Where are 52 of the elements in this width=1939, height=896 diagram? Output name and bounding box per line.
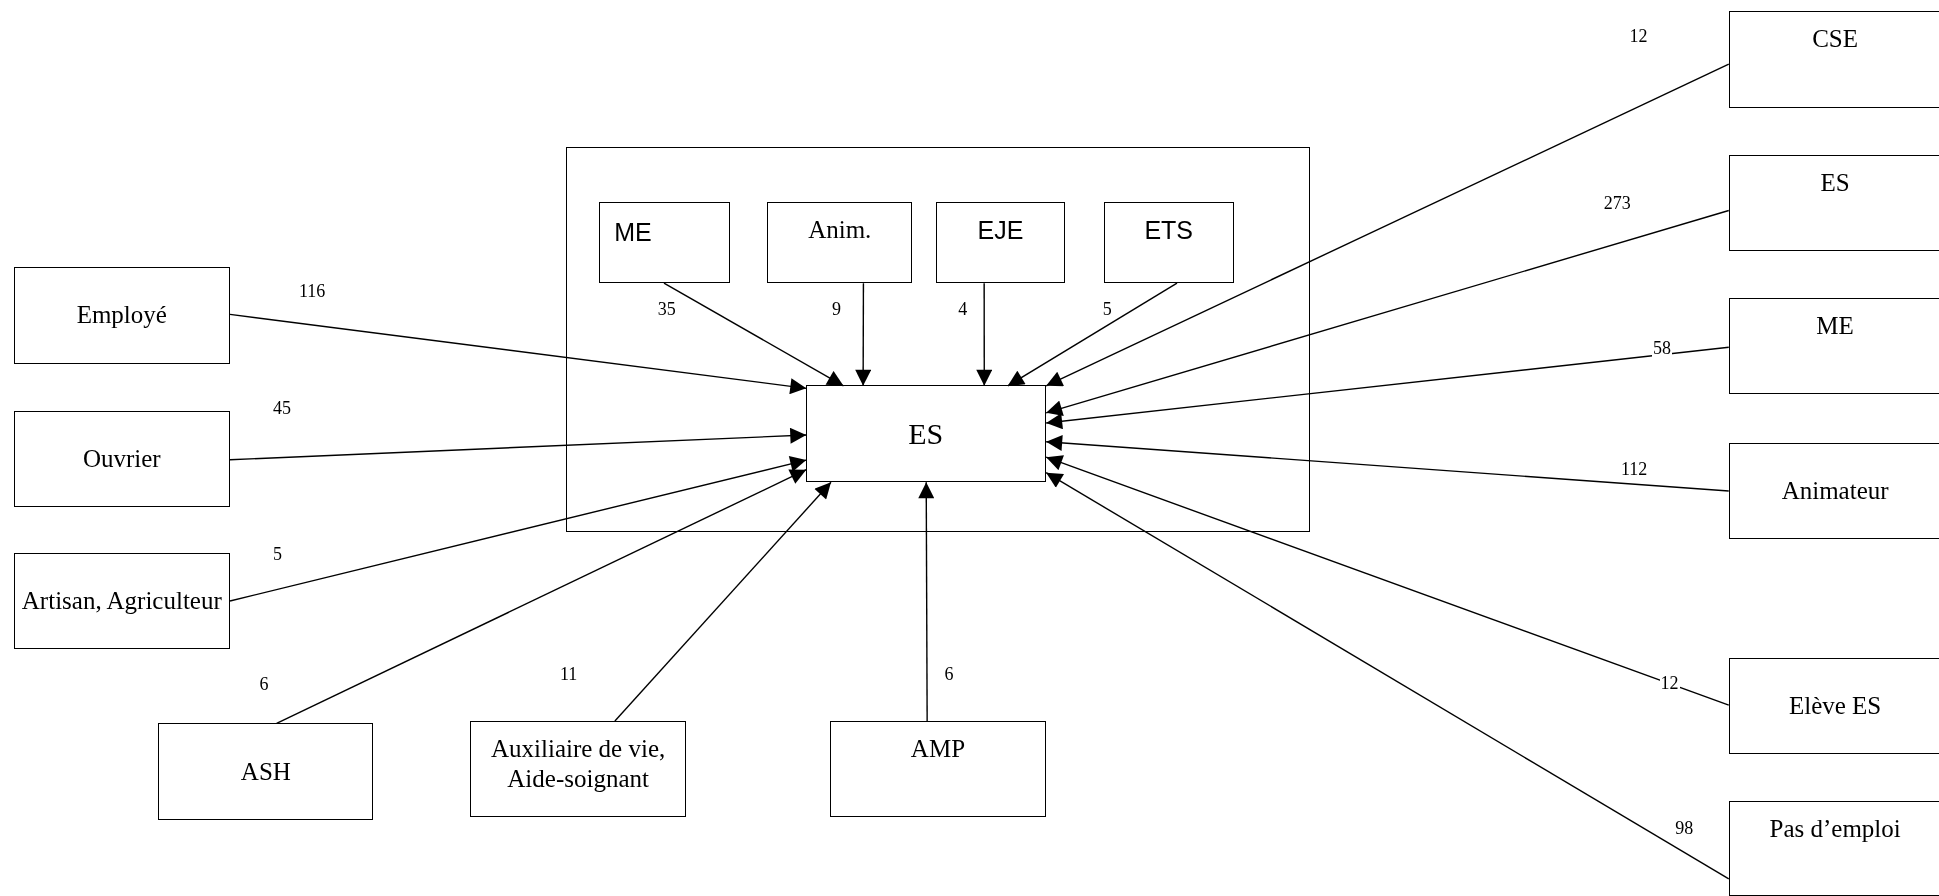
arrow (918, 481, 935, 722)
process-box (469, 720, 687, 818)
group-box (566, 147, 1310, 532)
arrow (1045, 63, 1730, 387)
box-label: ASH (239, 756, 292, 787)
arrow (614, 481, 832, 722)
process-box (1728, 11, 1939, 108)
arrow (1045, 346, 1730, 430)
edge-label: 58 (1652, 338, 1673, 359)
arrow (1007, 282, 1178, 387)
process-box (805, 385, 1046, 482)
process-box (13, 552, 230, 650)
box-label: AMP (909, 733, 967, 764)
box-label: Auxiliaire de vie, Aide-soignant (490, 733, 667, 794)
box-label: ES (907, 415, 945, 452)
arrow (1045, 209, 1730, 416)
box-label: Pas d’emploi (1768, 814, 1902, 845)
arrow (275, 469, 807, 725)
process-box (829, 720, 1047, 818)
box-label: CSE (1811, 24, 1860, 55)
process-box (1728, 657, 1939, 755)
box-label: Artisan, Agriculteur (20, 585, 223, 616)
arrow (1045, 434, 1730, 492)
box-label: ME (614, 217, 652, 248)
arrow (229, 427, 807, 461)
box-label: Elève ES (1787, 691, 1883, 722)
process-box (13, 410, 230, 507)
process-box (1728, 442, 1939, 540)
process-box (158, 723, 374, 820)
arrow (229, 456, 807, 602)
arrow (1045, 471, 1730, 880)
box-label: Animateur (1780, 475, 1890, 506)
process-box (1728, 801, 1939, 896)
process-box (1728, 298, 1939, 395)
box-label: Ouvrier (81, 443, 162, 474)
arrow (229, 313, 807, 395)
process-box (1103, 202, 1234, 283)
arrow (855, 282, 872, 387)
arrow (663, 282, 845, 387)
process-box (13, 267, 230, 364)
box-label: ES (1819, 167, 1851, 198)
box-label: ME (1815, 311, 1855, 341)
arrow (976, 282, 993, 387)
process-box (599, 202, 731, 283)
process-box (935, 202, 1066, 283)
process-box (1728, 154, 1939, 251)
box-label: Anim. (807, 215, 873, 246)
process-box (767, 202, 913, 283)
box-label: ETS (1143, 215, 1194, 246)
box-label: EJE (976, 215, 1025, 246)
box-label: Employé (75, 300, 168, 331)
arrow (1045, 455, 1730, 706)
